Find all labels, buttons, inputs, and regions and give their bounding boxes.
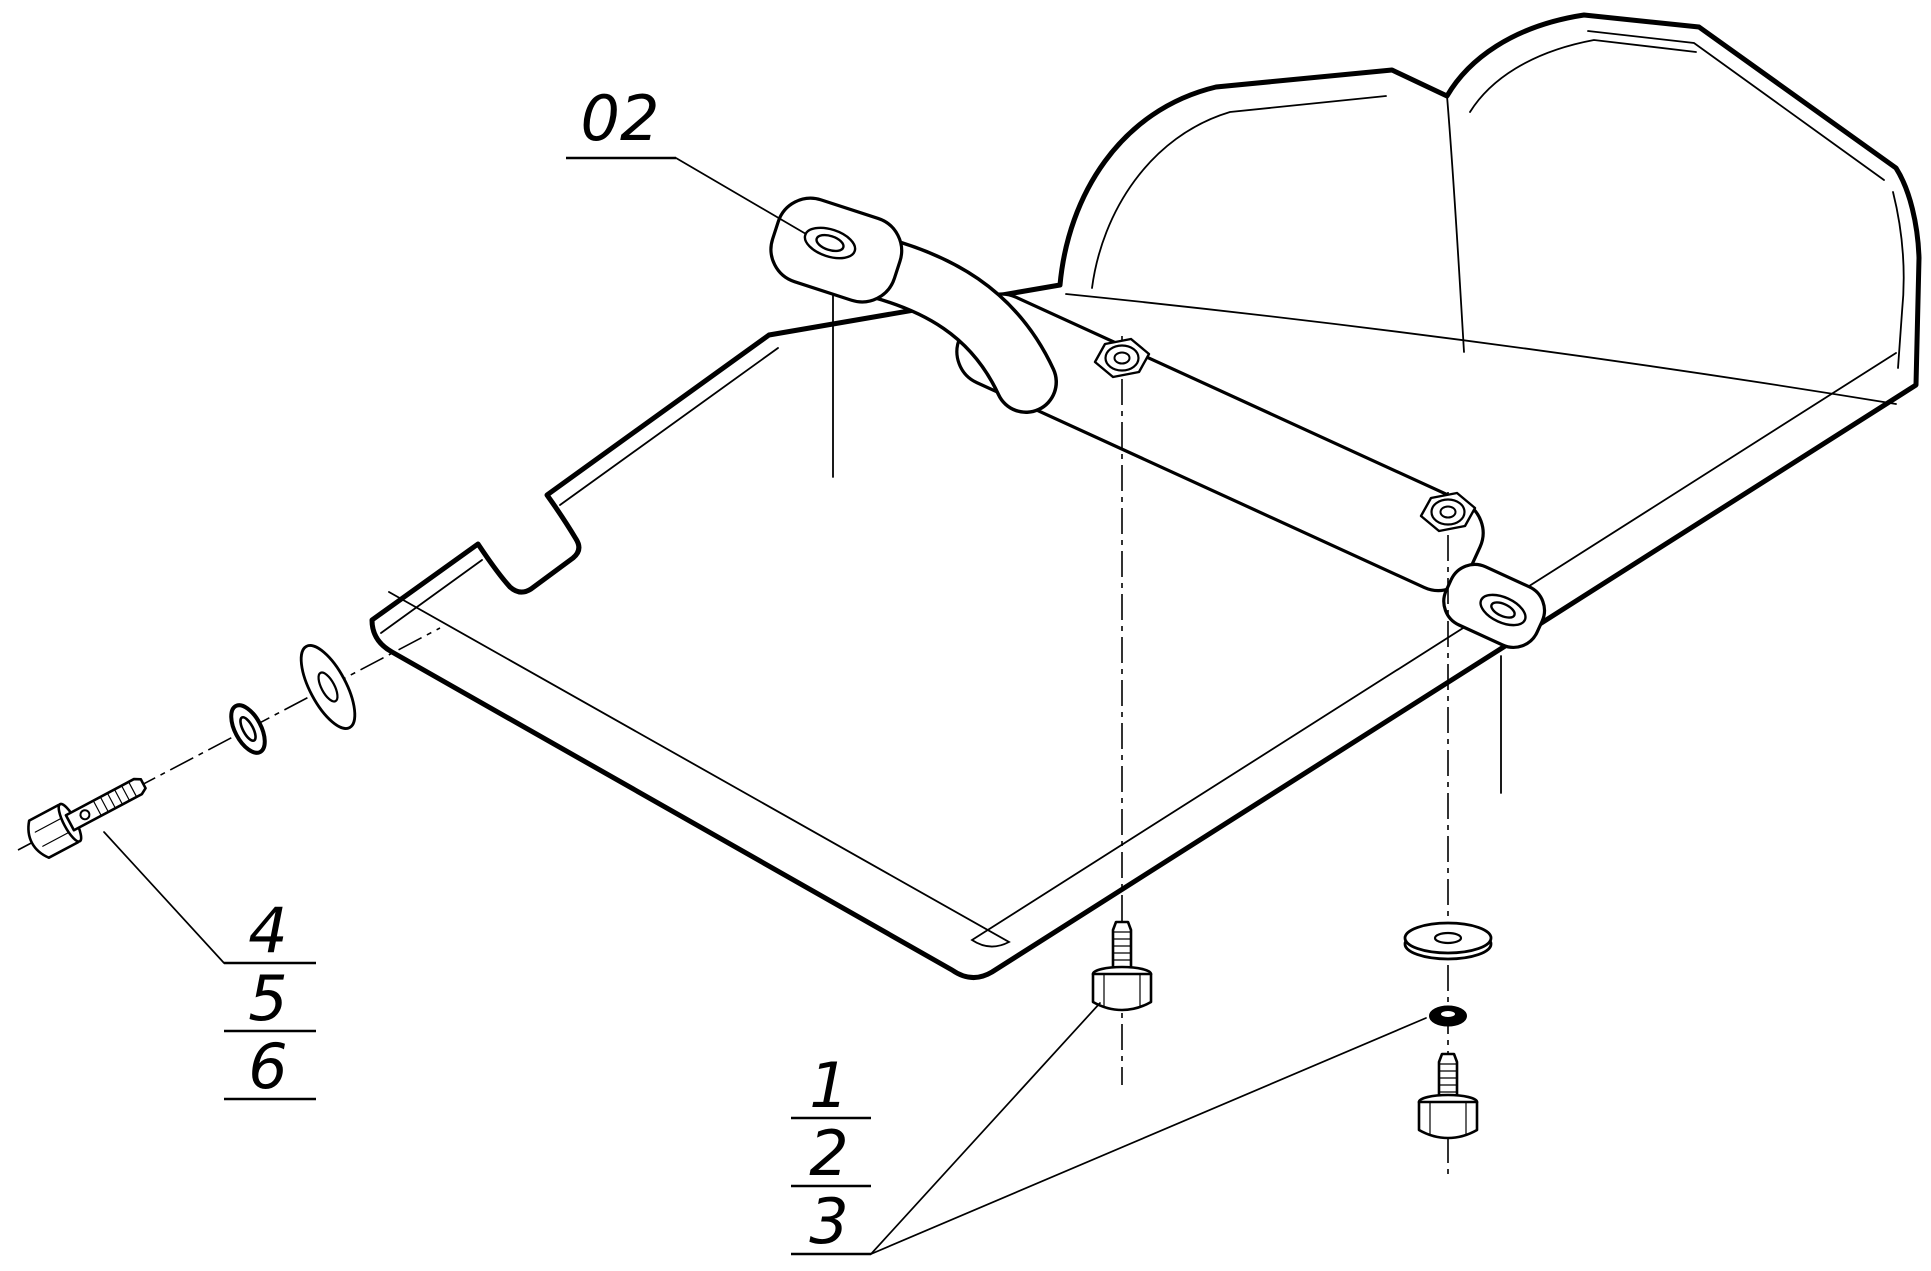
underlines-bottom-group xyxy=(791,1116,871,1256)
bolt-left-shaft xyxy=(64,777,147,832)
flat-washer-left-hole xyxy=(317,671,339,703)
bolt-right xyxy=(1417,1052,1479,1140)
bolt-center-threads xyxy=(1113,931,1131,968)
bracket-slot-inner xyxy=(815,233,845,253)
skid-plate-outline xyxy=(369,12,1922,980)
bolt-center-head xyxy=(1091,972,1153,1012)
front-flange-fold-line xyxy=(388,352,1897,948)
bolt-left-head-facets xyxy=(34,816,73,847)
lock-washer-left xyxy=(229,703,267,755)
right-edge-fold-line xyxy=(1892,191,1905,369)
callout-3: 3 xyxy=(809,1185,848,1258)
flat-washer-right xyxy=(1403,921,1493,961)
leader-left-stack xyxy=(103,831,225,964)
bolt-left-threads xyxy=(92,781,137,816)
right-mount-slot-inner xyxy=(1490,601,1516,619)
callout-4: 4 xyxy=(248,894,287,967)
bolt-center-head-facets xyxy=(1103,973,1141,1008)
callout-02: 02 xyxy=(581,82,660,155)
leader-center-bolt xyxy=(870,1002,1101,1255)
right-wing-inner-curve xyxy=(1469,39,1697,113)
underlines-left-group xyxy=(224,961,316,1101)
lock-washer-right-hole xyxy=(1441,1011,1455,1017)
wing-seam-line xyxy=(1446,95,1465,353)
callout-2: 2 xyxy=(809,1117,848,1190)
lock-washer-left-inner xyxy=(239,715,257,743)
flat-washer-left xyxy=(299,644,357,730)
bolt-right-head xyxy=(1417,1100,1479,1140)
right-wing-top-inner-line xyxy=(1587,30,1885,181)
bolt-right-head-facets xyxy=(1429,1101,1467,1136)
bolt-left-head xyxy=(27,803,80,860)
bolt-center xyxy=(1091,920,1153,1012)
callout-1: 1 xyxy=(809,1049,848,1122)
plate-edge-thickness-line xyxy=(380,347,779,634)
callout-5: 5 xyxy=(248,962,287,1035)
bolt-left-shank-hole xyxy=(79,809,91,821)
wing-base-fold-line xyxy=(1065,293,1897,405)
mounting-bracket xyxy=(769,196,1058,414)
leader-bracket xyxy=(675,157,807,235)
bolt-right-threads xyxy=(1439,1063,1457,1093)
callout-6: 6 xyxy=(248,1030,287,1103)
flat-washer-right-hole xyxy=(1433,931,1463,945)
leader-right-stack xyxy=(870,1017,1427,1255)
left-wing-inner-curve xyxy=(1091,95,1387,289)
bolt-left xyxy=(27,777,147,860)
lock-washer-right xyxy=(1429,1005,1467,1027)
